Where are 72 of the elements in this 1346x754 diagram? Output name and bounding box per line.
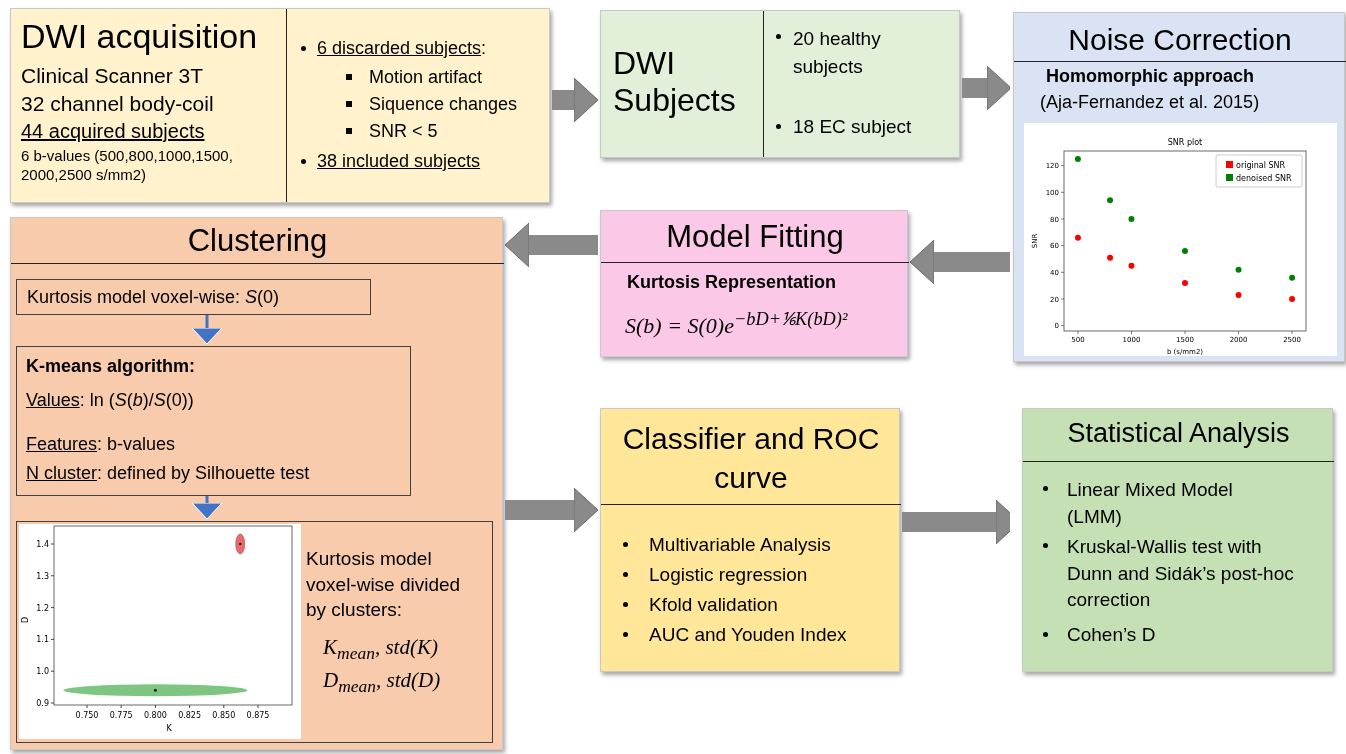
list-item: Cohen’s D: [1067, 623, 1157, 647]
box-title: Model Fitting: [665, 218, 845, 256]
tick-label: 0.750: [75, 711, 99, 720]
process-box: [1013, 12, 1345, 362]
text-line: Clinical Scanner 3T: [21, 63, 205, 89]
legend-label: original SNR: [1236, 161, 1286, 170]
list-item: Siquence changes: [369, 93, 519, 116]
list-item: AUC and Youden Index: [649, 623, 848, 647]
box-title: Statistical Analysis: [1066, 417, 1291, 450]
list-item: Linear Mixed Model (LMM): [1067, 478, 1234, 529]
list-item: 38 included subjects: [317, 150, 482, 173]
axis-label: K: [166, 724, 172, 733]
block-arrow: [962, 65, 1010, 111]
tick-label: 0.875: [246, 711, 270, 720]
list-item: 6 discarded subjects:: [317, 37, 488, 60]
subtitle: Kurtosis Representation: [627, 271, 838, 294]
text-line: Kurtosis model voxel-wise: S(0): [27, 286, 281, 309]
block-arrow: [552, 77, 599, 123]
list-item: Motion artifact: [369, 66, 484, 89]
tick-label: 0.800: [143, 711, 167, 720]
formula: D$_{mean}$, std(D): [323, 667, 442, 699]
tick-label: 0.850: [212, 711, 236, 720]
box-title: Noise Correction: [1067, 22, 1293, 58]
process-box: [600, 210, 908, 357]
tick-label: 0.775: [109, 711, 133, 720]
process-box: [10, 8, 550, 203]
list-item: Logistic regression: [649, 563, 809, 587]
list-item: Kruskal-Wallis test with Dunn and Sidák’s post-hoc correction: [1067, 535, 1295, 613]
list-item: Kfold validation: [649, 593, 779, 617]
subtitle: K-means algorithm:: [26, 355, 197, 378]
list-item: SNR < 5: [369, 120, 439, 143]
process-box: [600, 408, 900, 672]
text-line: N cluster: defined by Silhouette test: [26, 462, 311, 485]
process-box: [10, 217, 503, 750]
text-line: 6 b-values (500,800,1000,1500, 2000,2500 s/mm2): [21, 147, 234, 185]
triangle-arrow: [191, 496, 223, 520]
tick-label: 1.1: [36, 635, 49, 645]
tick-label: 1.4: [36, 540, 49, 549]
block-arrow: [505, 487, 599, 533]
tick-label: 0.825: [178, 711, 202, 720]
tick-label: 0.9: [36, 699, 49, 708]
text-line: 44 acquired subjects: [21, 119, 206, 144]
tick-label: 1.3: [36, 571, 49, 581]
triangle-arrow: [191, 315, 223, 345]
step-box: [16, 279, 371, 315]
box-title: DWI acquisition: [21, 16, 259, 57]
text-line: Features: b-values: [26, 433, 177, 456]
list-item: 18 EC subject: [793, 115, 913, 139]
formula: K$_{mean}$, std(K): [323, 634, 439, 666]
block-arrow: [902, 499, 1010, 545]
block-arrow: [504, 222, 598, 268]
chart-title: SNR plot: [1167, 138, 1203, 147]
tick-label: 1.0: [36, 667, 49, 677]
process-box: [1022, 408, 1333, 672]
citation: (Aja-Fernandez et al. 2015): [1040, 91, 1261, 114]
tick-label: 1.2: [36, 603, 49, 613]
box-title: DWI Subjects: [613, 45, 737, 119]
text-line: Values: ln (S(b)/S(0)): [26, 389, 195, 412]
block-arrow: [909, 239, 1010, 285]
list-item: 20 healthy subjects: [793, 27, 882, 79]
legend-label: denoised SNR: [1236, 174, 1292, 183]
result-box: [16, 521, 493, 743]
subtitle: Homomorphic approach: [1046, 65, 1256, 88]
text-line: Kurtosis model voxel-wise divided by clusters:: [306, 547, 462, 623]
box-title: Classifier and ROC curve: [621, 421, 881, 496]
formula: S(b) = S(0)e$^{−bD+⅙K(bD)²}$: [625, 308, 849, 340]
list-item: Multivariable Analysis: [649, 533, 832, 557]
step-box: [16, 346, 411, 496]
text-line: 32 channel body-coil: [21, 91, 215, 117]
axis-label: D: [21, 616, 30, 624]
box-title: Clustering: [186, 222, 329, 260]
process-box: [600, 10, 960, 158]
